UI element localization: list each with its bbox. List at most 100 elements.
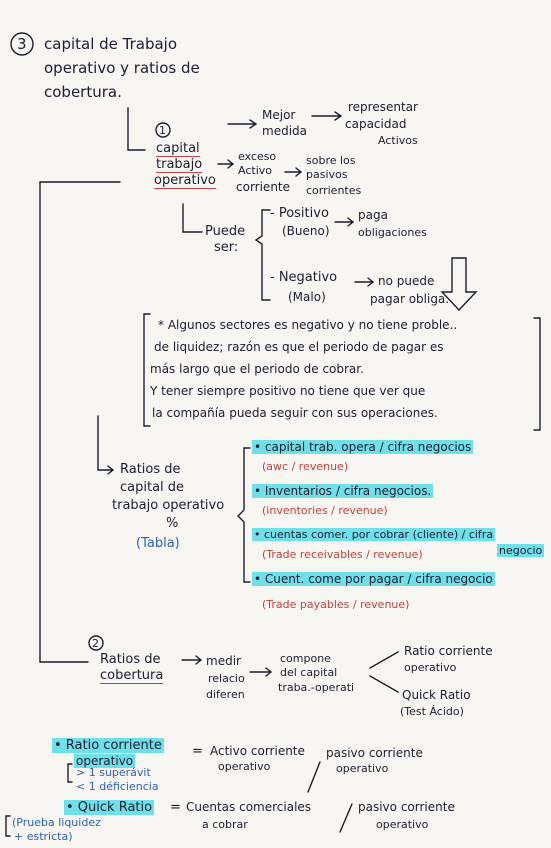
arrow-icon	[354, 277, 375, 287]
formula1-note-1: > 1 superávit	[76, 766, 151, 779]
arrow-icon	[181, 655, 203, 665]
part1-term-line-1: capital	[156, 141, 200, 157]
note-bracket-left	[143, 313, 151, 427]
part2-ratio2-a: Quick Ratio	[402, 688, 471, 702]
ratio-item-3: • cuentas comer. por cobrar (cliente) / …	[252, 528, 496, 541]
arrow-icon	[334, 217, 355, 227]
part1-number: 1	[159, 124, 166, 137]
part1-number-circle	[155, 122, 171, 138]
ratios-ctop-label-4: %	[166, 516, 179, 531]
part1-branch	[127, 107, 146, 151]
arrow-icon	[227, 119, 258, 129]
part2-comp-c: traba.-operati	[278, 681, 355, 694]
formula1-den-1: pasivo corriente	[326, 746, 423, 760]
formula2-eq: =	[170, 800, 181, 815]
puede-text-1: Puede	[205, 224, 246, 239]
section-number: 3	[17, 35, 27, 53]
mid-text-f: corrientes	[306, 184, 362, 197]
arrow-icon	[284, 167, 303, 177]
section-title-line-1: capital de Trabajo	[44, 35, 178, 53]
ratio-item-3-extra-text: negocio	[497, 544, 545, 557]
negativo-note: (Malo)	[288, 290, 326, 304]
section-title-line-2: operativo y ratios de	[44, 59, 200, 77]
part2-comp-b: del capital	[280, 666, 338, 679]
part2-comp-a: compone	[280, 652, 331, 665]
top-text-b: medida	[262, 124, 307, 138]
formula2-num-2: a cobrar	[202, 818, 248, 831]
formula1-label: • Ratio corriente	[52, 738, 164, 753]
negativo-result-1: no puede	[378, 274, 435, 288]
part2-ratio1-b: operativo	[404, 661, 457, 674]
part2-label-2: cobertura	[100, 668, 164, 684]
mid-text-a: exceso	[238, 150, 277, 163]
arrow-icon	[311, 111, 343, 121]
part2-ratio1-a: Ratio corriente	[404, 644, 493, 658]
part2-number-circle	[88, 635, 104, 651]
top-text-e: Activos	[378, 134, 418, 147]
formula2-note-2: + estricta)	[14, 830, 73, 843]
part2-measure-a: medir	[206, 654, 241, 668]
ratio-item-3-extra: negocio	[497, 544, 545, 557]
part2-measure-b: relacio	[208, 672, 245, 685]
mid-text-d: sobre los	[306, 154, 356, 167]
arrow-icon	[217, 159, 235, 169]
note-line-3: más largo que el periodo de cobrar.	[150, 362, 364, 376]
formula2-label-text: • Quick Ratio	[64, 800, 155, 815]
formula1-num-2: operativo	[218, 760, 271, 773]
ratio-item-4-text: • Cuent. come por pagar / cifra negocio	[252, 572, 495, 586]
formula2-den-1: pasivo corriente	[358, 800, 455, 814]
ratios-ctop-label-5: (Tabla)	[136, 536, 180, 551]
formula1-label-text: • Ratio corriente	[52, 738, 164, 753]
formula2-label: • Quick Ratio	[64, 800, 155, 815]
hollow-arrow-icon	[440, 257, 478, 312]
section-title-line-3: cobertura.	[44, 83, 122, 101]
top-text-a: Mejor	[262, 108, 296, 122]
ratio-item-3-sub: (Trade receivables / revenue)	[262, 548, 423, 561]
formula1-den-2: operativo	[336, 762, 389, 775]
formula1-label-2-text: operativo	[74, 754, 136, 768]
arrow-icon	[97, 415, 115, 475]
ratio-item-1: • capital trab. opera / cifra negocios	[252, 440, 474, 454]
ratios-ctop-label-1: Ratios de	[120, 462, 181, 477]
part2-measure-c: diferen	[206, 688, 245, 701]
part2-number: 2	[92, 637, 99, 650]
note-line-1: * Algunos sectores es negativo y no tien…	[158, 318, 458, 332]
ratio-item-3-text: • cuentas comer. por cobrar (cliente) / …	[252, 528, 496, 541]
note-bracket-right	[533, 317, 541, 431]
ratio-item-1-sub: (awc / revenue)	[262, 460, 349, 473]
mid-text-c: corriente	[236, 180, 291, 194]
part2-ratio2-b: (Test Ácido)	[400, 705, 464, 718]
ratio-item-4: • Cuent. come por pagar / cifra negocio	[252, 572, 495, 586]
formula1-label-2: operativo	[74, 754, 136, 768]
ratio-item-4-sub: (Trade payables / revenue)	[262, 598, 410, 611]
part1-term-line-3: operativo	[154, 173, 216, 189]
negativo-result-2: pagar obliga.	[370, 292, 450, 306]
ratio-item-2: • Inventarios / cifra negocios.	[252, 484, 434, 498]
formula1-num-1: Activo corriente	[210, 744, 305, 758]
formula2-num-1: Cuentas comerciales	[186, 800, 312, 814]
formula1-note-2: < 1 déficiencia	[76, 780, 159, 793]
ratios-ctop-label-2: capital de	[120, 480, 185, 495]
section-number-circle	[10, 32, 34, 56]
top-text-c: representar	[348, 100, 418, 114]
part2-label-1: Ratios de	[100, 652, 161, 667]
positivo-result-1: paga	[358, 208, 388, 222]
ratio-item-2-sub: (inventories / revenue)	[262, 504, 388, 517]
puede-text-2: ser:	[214, 240, 239, 255]
note-line-4: Y tener siempre positivo no tiene que ve…	[150, 384, 426, 398]
arrow-icon	[249, 667, 273, 677]
note-line-2: de liquidez; razón es que el periodo de …	[154, 340, 444, 354]
note-line-5: la compañía pueda seguir con sus operaci…	[152, 406, 438, 420]
positivo-result-2: obligaciones	[358, 226, 427, 239]
formula2-note-1: (Prueba liquidez	[12, 816, 101, 829]
ratio-item-2-text: • Inventarios / cifra negocios.	[252, 484, 434, 498]
top-text-d: capacidad	[345, 117, 407, 131]
mid-text-e: pasivos	[306, 168, 348, 181]
formula2-den-2: operativo	[376, 818, 429, 831]
formula1-eq: =	[192, 744, 203, 759]
part1-term-line-2: trabajo	[156, 157, 203, 173]
ratio-item-1-text: • capital trab. opera / cifra negocios	[252, 440, 474, 454]
mid-text-b: Activo	[238, 164, 272, 177]
negativo-label: - Negativo	[270, 270, 338, 285]
